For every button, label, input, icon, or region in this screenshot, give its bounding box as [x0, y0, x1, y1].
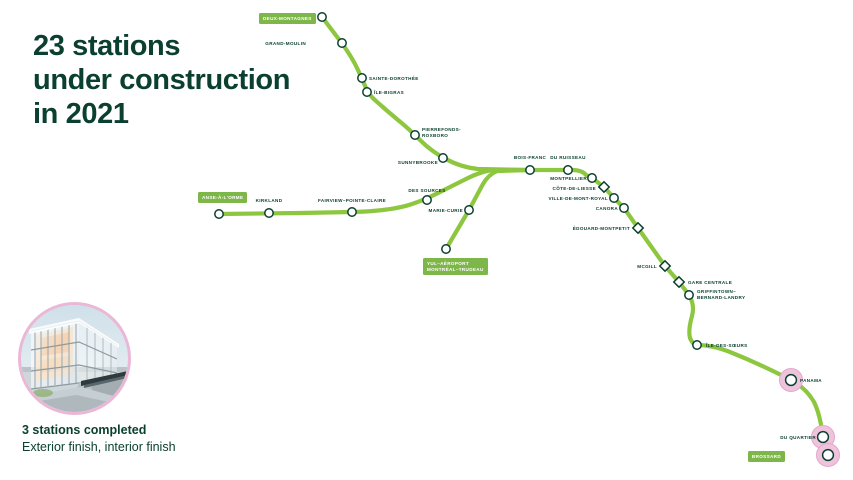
station-marker-ile-bigras[interactable]	[362, 87, 372, 97]
station-marker-yul-aeroport[interactable]	[441, 244, 451, 254]
completed-station-photo	[18, 302, 131, 415]
page-title: 23 stations under construction in 2021	[33, 30, 373, 132]
station-label-du-ruisseau: DU RUISSEAU	[550, 155, 586, 160]
station-label-marie-curie: MARIE-CURIE	[428, 208, 463, 213]
station-marker-griffintown[interactable]	[684, 290, 694, 300]
station-label-mcgill: MCGILL	[637, 264, 657, 269]
station-label-edouard-montpetit: ÉDOUARD-MONTPETIT	[572, 226, 630, 231]
station-marker-pierrefonds-roxboro[interactable]	[410, 130, 420, 140]
station-label-sunnybrooke: SUNNYBROOKE	[397, 160, 438, 165]
station-marker-fairview-pointe-claire[interactable]	[347, 207, 357, 217]
station-label-ville-de-mont-royal: VILLE-DE-MONT-ROYAL	[548, 196, 608, 201]
station-label-cote-de-liesse: CÔTE-DE-LIESSE	[552, 186, 596, 191]
station-marker-canora[interactable]	[619, 203, 629, 213]
station-marker-bois-franc[interactable]	[525, 165, 535, 175]
station-label-deux-montagnes: DEUX-MONTAGNES	[259, 13, 316, 24]
station-label-ile-des-soeurs: ÎLE-DES-SŒURS	[706, 343, 748, 348]
station-label-fairview-pointe-claire: FAIRVIEW–POINTE-CLAIRE	[317, 198, 387, 203]
station-label-pierrefonds-roxboro: PIERREFONDS-ROXBORO	[422, 127, 461, 138]
station-label-grand-moulin: GRAND-MOULIN	[265, 41, 306, 46]
station-marker-edouard-montpetit[interactable]	[631, 221, 645, 235]
page-title-line-3: in 2021	[33, 97, 129, 130]
station-marker-du-quartier[interactable]	[816, 430, 830, 444]
station-marker-brossard[interactable]	[821, 448, 835, 462]
station-label-griffintown: GRIFFINTOWN–BERNARD-LANDRY	[697, 289, 746, 300]
station-marker-ville-de-mont-royal[interactable]	[609, 193, 619, 203]
station-marker-sainte-dorothee[interactable]	[357, 73, 367, 83]
station-label-brossard: BROSSARD	[747, 451, 785, 462]
page-title-line-2: under construction	[33, 63, 291, 96]
station-label-kirkland: KIRKLAND	[255, 198, 283, 203]
station-label-sainte-dorothee: SAINTE-DOROTHÉE	[369, 76, 419, 81]
station-label-canora: CANORA	[595, 206, 618, 211]
station-marker-anse-a-lorme[interactable]	[214, 209, 224, 219]
station-marker-marie-curie[interactable]	[464, 205, 474, 215]
legend-caption-subtitle: Exterior finish, interior finish	[22, 439, 176, 454]
station-marker-montpellier[interactable]	[587, 173, 597, 183]
station-completed-ring-brossard	[816, 443, 840, 467]
station-label-des-sources: DES SOURCES	[408, 188, 446, 193]
station-label-ile-bigras: ÎLE-BIGRAS	[374, 90, 405, 95]
station-label-anse-a-lorme: ANSE-À-L'ORME	[198, 192, 248, 203]
station-label-gare-centrale: GARE CENTRALE	[688, 280, 733, 285]
station-label-bois-franc: BOIS-FRANC	[513, 155, 547, 160]
station-marker-cote-de-liesse[interactable]	[597, 180, 611, 194]
station-marker-gare-centrale[interactable]	[672, 275, 686, 289]
station-marker-des-sources[interactable]	[422, 195, 432, 205]
line-anse-a-lorme-branch	[216, 167, 533, 217]
station-completed-ring-panama	[779, 368, 803, 392]
station-marker-du-ruisseau[interactable]	[563, 165, 573, 175]
station-label-panama: PANAMA	[800, 378, 822, 383]
station-marker-grand-moulin[interactable]	[337, 38, 347, 48]
page-title-line-1: 23 stations	[33, 30, 181, 62]
legend-caption-title: 3 stations completed	[22, 423, 147, 437]
station-marker-sunnybrooke[interactable]	[438, 153, 448, 163]
station-marker-panama[interactable]	[784, 373, 798, 387]
station-label-du-quartier: DU QUARTIER	[780, 435, 816, 440]
station-marker-mcgill[interactable]	[658, 259, 672, 273]
station-label-montpellier: MONTPELLIER	[550, 176, 587, 181]
line-yul-airport-branch	[443, 167, 533, 252]
station-marker-kirkland[interactable]	[264, 208, 274, 218]
station-marker-deux-montagnes[interactable]	[317, 12, 327, 22]
legend-caption: 3 stations completed Exterior finish, in…	[22, 422, 342, 456]
station-marker-ile-des-soeurs[interactable]	[692, 340, 702, 350]
